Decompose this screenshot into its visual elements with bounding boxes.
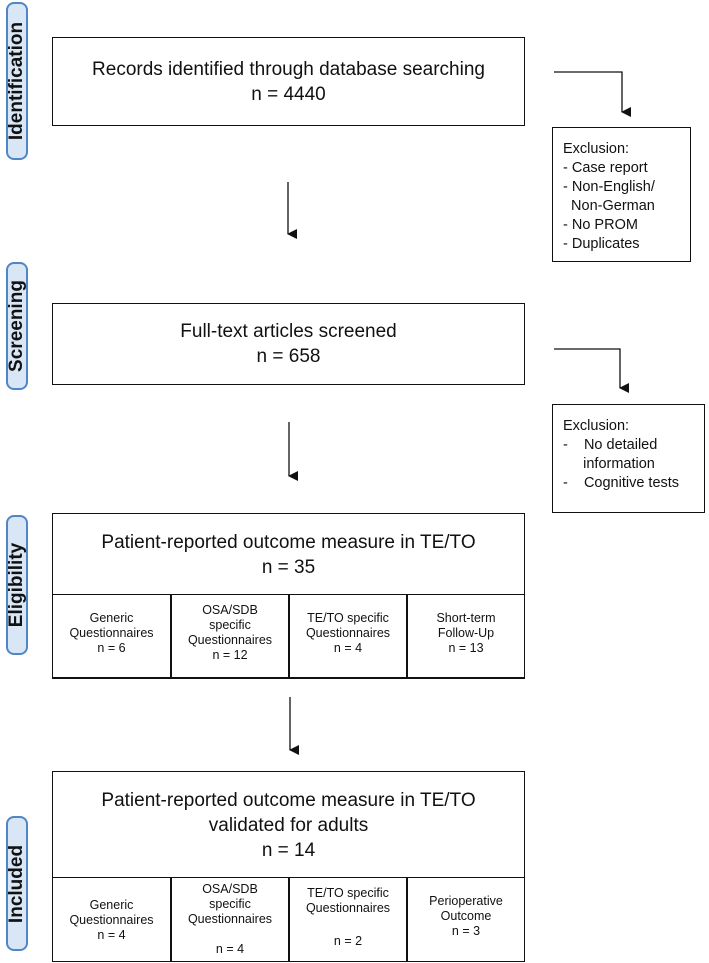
sub-line: Follow-Up: [437, 626, 495, 640]
exclusion-1-title: Exclusion:: [563, 141, 630, 157]
sub-line: n = 12: [212, 648, 248, 662]
sub-line: n = 13: [448, 641, 484, 655]
exclusion-1-item: - Duplicates: [563, 236, 640, 252]
sub-line: n = 6: [97, 641, 126, 655]
sub-line: Questionnaires: [305, 626, 391, 640]
stage-tab-screening: Screening: [6, 262, 28, 390]
sub-line: n = 4: [97, 928, 126, 942]
sub-line: [172, 927, 288, 942]
eligibility-sub-teto: TE/TO specific Questionnaires n = 4: [289, 594, 407, 678]
sub-line: Questionnaires: [187, 633, 273, 647]
sub-line: Generic: [89, 611, 134, 625]
records-identified-count: n = 4440: [251, 83, 326, 105]
sub-line: OSA/SDB: [202, 603, 258, 617]
sub-line: [290, 916, 406, 934]
exclusion-box-2: Exclusion: - No detailed information - C…: [552, 404, 705, 513]
fulltext-screened-box: Full-text articles screened n = 658: [52, 303, 525, 385]
sub-line: Questionnaires: [69, 626, 154, 640]
sub-line: Short-term: [436, 611, 496, 625]
records-identified-text: Records identified through database sear…: [92, 58, 485, 80]
stage-tab-eligibility: Eligibility: [6, 515, 28, 655]
sub-line: n = 3: [451, 924, 481, 938]
exclusion-2-item: information: [563, 456, 655, 472]
records-identified-box: Records identified through database sear…: [52, 37, 525, 126]
arrow-to-exclusion-1: [554, 71, 631, 117]
sub-line: OSA/SDB: [202, 882, 258, 896]
sub-line: Perioperative: [429, 894, 503, 908]
sub-line: specific: [209, 618, 251, 632]
eligibility-sub-generic: Generic Questionnaires n = 6: [52, 594, 171, 678]
included-sub-osa: OSA/SDB specific Questionnaires n = 4: [171, 877, 289, 962]
sub-line: n = 4: [215, 942, 245, 956]
sub-line: TE/TO specific: [307, 611, 389, 625]
sub-line: Generic: [89, 898, 134, 912]
stage-tab-identification: Identification: [6, 2, 28, 160]
sub-line: specific: [209, 897, 251, 911]
included-text-line1: Patient-reported outcome measure in TE/T…: [101, 789, 476, 811]
included-sub-perioperative: Perioperative Outcome n = 3: [407, 877, 525, 962]
sub-line: Questionnaires: [187, 912, 273, 926]
sub-line: Outcome: [440, 909, 492, 923]
exclusion-2-item: - No detailed: [563, 437, 658, 453]
eligibility-text: Patient-reported outcome measure in TE/T…: [101, 531, 476, 553]
included-count: n = 14: [261, 839, 316, 861]
fulltext-screened-count: n = 658: [256, 346, 321, 367]
exclusion-1-item: - Case report: [563, 160, 648, 176]
sub-line: n = 4: [333, 641, 363, 655]
sub-line: n = 2: [333, 934, 363, 948]
sub-line: Questionnaires: [69, 913, 154, 927]
exclusion-1-item: - Non-English/: [563, 179, 655, 195]
exclusion-box-1: Exclusion: - Case report - Non-English/ …: [552, 127, 691, 262]
exclusion-1-item: Non-German: [563, 198, 655, 214]
exclusion-1-item: - No PROM: [563, 217, 638, 233]
exclusion-2-item: - Cognitive tests: [563, 475, 680, 491]
included-header: Patient-reported outcome measure in TE/T…: [53, 772, 524, 878]
eligibility-header: Patient-reported outcome measure in TE/T…: [53, 514, 524, 595]
eligibility-sub-shortterm: Short-term Follow-Up n = 13: [407, 594, 525, 678]
stage-tab-included: Included: [6, 816, 28, 951]
fulltext-screened-text: Full-text articles screened: [180, 321, 397, 342]
eligibility-count: n = 35: [261, 556, 316, 578]
sub-line: Questionnaires: [305, 901, 391, 915]
included-text-line2: validated for adults: [208, 814, 369, 836]
sub-line: TE/TO specific: [307, 886, 389, 900]
included-sub-generic: Generic Questionnaires n = 4: [52, 877, 171, 962]
exclusion-2-title: Exclusion:: [563, 418, 630, 434]
arrow-to-exclusion-2: [554, 348, 629, 393]
eligibility-sub-osa: OSA/SDB specific Questionnaires n = 12: [171, 594, 289, 678]
included-sub-teto: TE/TO specific Questionnaires n = 2: [289, 877, 407, 962]
